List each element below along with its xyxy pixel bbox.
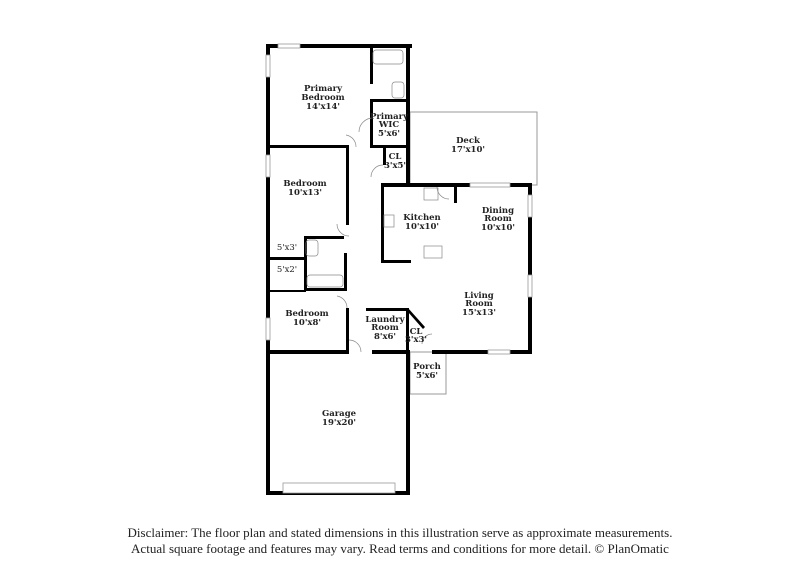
windows — [265, 43, 533, 494]
fixtures — [305, 49, 450, 353]
disclaimer-line-2: Actual square footage and features may v… — [131, 541, 669, 556]
room-label-closet-a: 5'x3' — [277, 243, 297, 253]
room-label-closet-b: 5'x2' — [277, 265, 297, 275]
disclaimer-line-1: Disclaimer: The floor plan and stated di… — [127, 525, 673, 540]
